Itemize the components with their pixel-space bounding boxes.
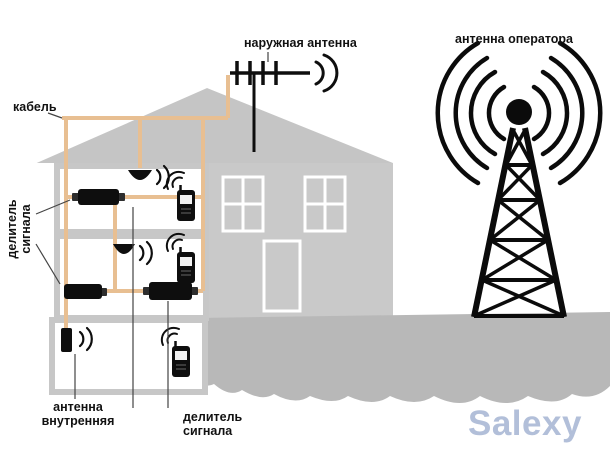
basement-room xyxy=(49,317,208,395)
label-splitter-left: делитель сигнала xyxy=(5,199,33,259)
pointer-lines xyxy=(35,52,269,408)
outdoor-antenna xyxy=(230,53,339,152)
phone-basement xyxy=(160,326,190,377)
ground xyxy=(196,312,610,403)
phone-floor2 xyxy=(165,170,195,221)
outdoor-antenna-waves xyxy=(314,53,339,93)
antenna-waves-basement xyxy=(78,326,93,352)
salexy-watermark: Salexy xyxy=(468,404,582,443)
repeater-floor1 xyxy=(64,284,107,299)
tower-signal-waves xyxy=(435,40,603,186)
door xyxy=(262,239,302,313)
label-outdoor-antenna: наружная антенна xyxy=(244,36,357,50)
house-roof xyxy=(31,85,399,165)
window-left xyxy=(221,175,265,233)
label-indoor-antenna: антенна внутренняя xyxy=(41,400,115,428)
phone-waves-floor1 xyxy=(165,232,185,252)
phone-waves-floor2 xyxy=(165,170,185,190)
label-splitter-bottom: делитель сигнала xyxy=(183,410,243,438)
repeater-floor2 xyxy=(72,189,125,205)
ceiling-antenna-floor1 xyxy=(113,240,153,266)
antenna-waves-floor1 xyxy=(138,240,153,266)
label-operator-antenna: антенна оператора xyxy=(455,32,574,46)
window-right xyxy=(303,175,347,233)
tower-top-antenna xyxy=(506,99,532,125)
label-cable: кабель xyxy=(13,100,57,114)
house-wall xyxy=(206,163,393,318)
phone-floor1 xyxy=(165,232,195,283)
cell-tower xyxy=(435,40,603,318)
splitter-floor1 xyxy=(143,282,198,300)
indoor-antenna-basement xyxy=(61,326,93,352)
